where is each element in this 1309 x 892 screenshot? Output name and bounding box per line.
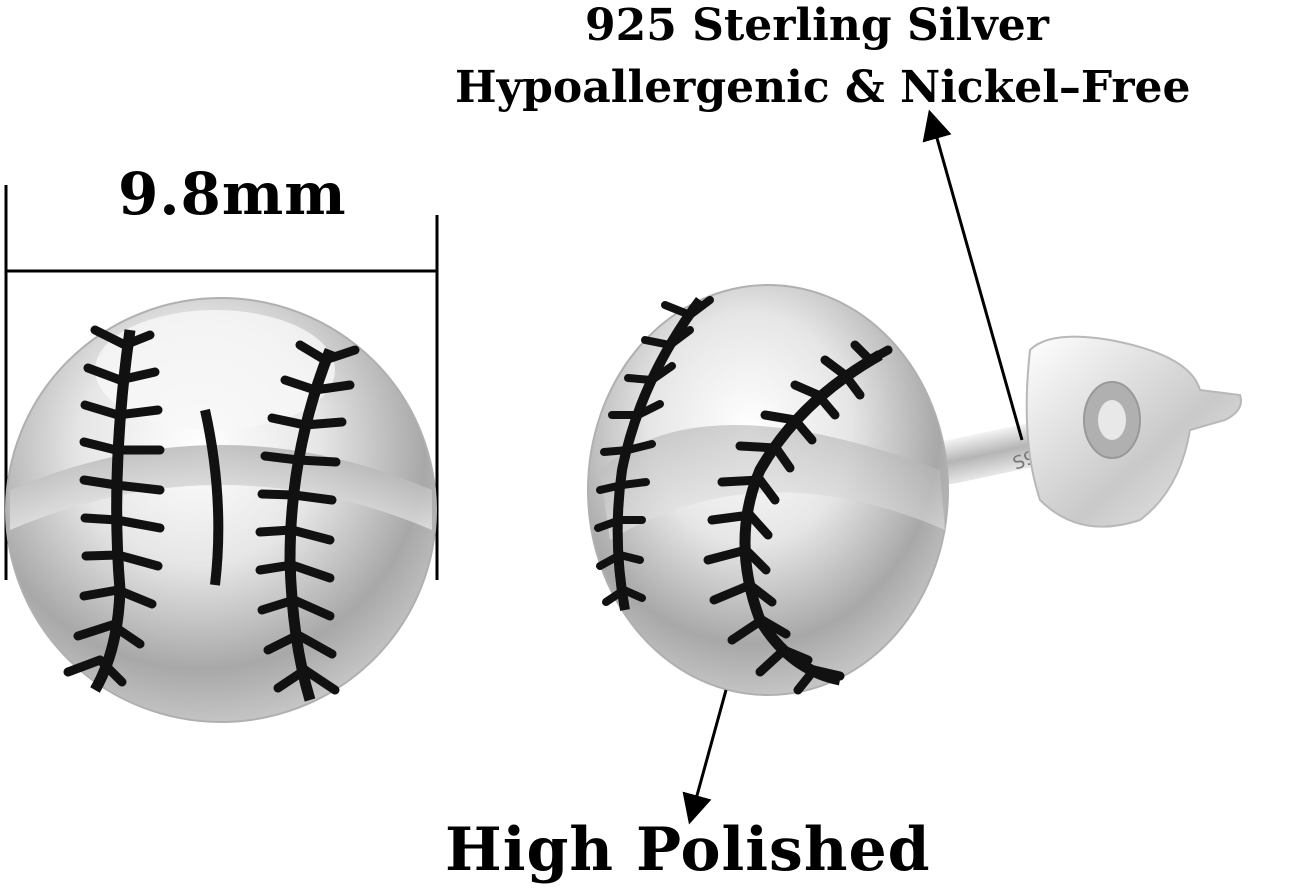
material-callout-arrow [922, 109, 1024, 441]
hypoallergenic-label: Hypoallergenic & Nickel–Free [455, 62, 1191, 113]
baseball-earring-side [587, 284, 949, 696]
earring-back-clutch [1025, 335, 1242, 528]
finish-callout-arrow [682, 689, 728, 825]
material-label: 925 Sterling Silver [585, 0, 1049, 51]
size-label: 9.8mm [118, 160, 347, 228]
finish-label: High Polished [445, 815, 931, 885]
stitch-seam-left [90, 329, 136, 693]
stitch-seam-right [284, 347, 336, 702]
baseball-earring-front [5, 297, 437, 723]
